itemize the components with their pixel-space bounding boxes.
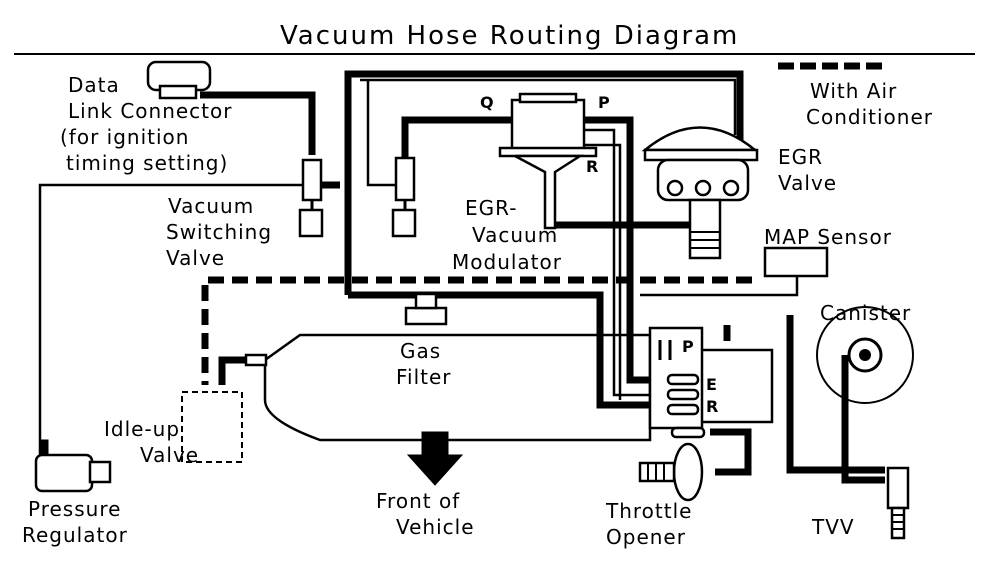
svg-text:EGR-: EGR- [465, 196, 517, 220]
hose-gas-filter [348, 291, 670, 409]
svg-text:Conditioner: Conditioner [806, 105, 933, 129]
idle-up-valve [181, 391, 243, 463]
pressure-regulator [34, 439, 112, 493]
vacuum-switching-valve [298, 158, 324, 238]
hose-map-tvv [786, 315, 885, 474]
hose-dlc [200, 91, 316, 155]
hose-vsv2-loop [366, 80, 400, 187]
canister-label: Canister [820, 301, 911, 325]
svg-text:With Air: With Air [810, 79, 897, 103]
egr-valve [641, 126, 759, 260]
svg-text:Filter: Filter [396, 365, 452, 389]
idle-up-valve-label: Idle-up Valve [104, 417, 199, 467]
throttle-port-e: E [706, 375, 717, 394]
egr-valve-label: EGR Valve [778, 145, 837, 195]
throttle-port-p: P [682, 337, 694, 356]
data-link-connector [146, 60, 212, 100]
hose-p-port-thin [584, 128, 670, 397]
svg-text:Modulator: Modulator [452, 250, 562, 274]
gas-filter [404, 292, 448, 326]
map-sensor-label: MAP Sensor [764, 225, 892, 249]
hose-r-port [585, 143, 622, 400]
egr-vacuum-modulator [498, 92, 598, 230]
throttle-port-r: R [706, 397, 718, 416]
svg-text:Front of: Front of [376, 489, 460, 513]
svg-text:Vehicle: Vehicle [396, 515, 475, 539]
hose-idle-up [218, 356, 245, 385]
canister [816, 306, 914, 404]
svg-text:Vacuum: Vacuum [168, 194, 254, 218]
svg-text:Switching: Switching [166, 220, 272, 244]
hose-throttle-opener [710, 428, 752, 476]
data-link-connector-label: Data Link Connector (for ignition timing… [60, 73, 232, 175]
hose-map-sensor [640, 270, 799, 297]
map-sensor [763, 246, 829, 278]
pressure-regulator-label: Pressure Regulator [22, 497, 128, 547]
vacuum-switching-valve-2 [391, 156, 417, 238]
throttle-opener-label: Throttle Opener [605, 499, 692, 549]
svg-text:Valve: Valve [140, 443, 199, 467]
hose-canister-tvv [841, 355, 885, 484]
svg-text:EGR: EGR [778, 145, 823, 169]
front-arrow-icon [406, 431, 464, 486]
svg-text:Opener: Opener [606, 525, 686, 549]
hose-ac-dashed [201, 276, 752, 385]
svg-text:Valve: Valve [166, 246, 225, 270]
modulator-port-r: R [586, 157, 598, 176]
throttle-body [648, 326, 774, 439]
svg-text:Pressure: Pressure [28, 497, 121, 521]
modulator-port-q: Q [480, 93, 494, 112]
svg-text:Valve: Valve [778, 171, 837, 195]
svg-text:Gas: Gas [400, 339, 441, 363]
hose-egr-top-thin [360, 78, 737, 135]
throttle-opener [638, 442, 704, 502]
modulator-port-p: P [598, 93, 610, 112]
tvv [886, 466, 910, 540]
hose-q-port [401, 116, 515, 160]
svg-text:Vacuum: Vacuum [472, 223, 558, 247]
front-of-vehicle-label: Front of Vehicle [376, 489, 475, 539]
with-air-conditioner-label: With Air Conditioner [806, 79, 933, 129]
svg-text:timing setting): timing setting) [66, 151, 228, 175]
svg-text:Throttle: Throttle [605, 499, 692, 523]
svg-text:Data: Data [68, 73, 120, 97]
diagram-title: Vacuum Hose Routing Diagram [280, 21, 739, 51]
svg-text:Link Connector: Link Connector [68, 99, 232, 123]
vacuum-switching-valve-label: Vacuum Switching Valve [166, 194, 272, 270]
hose-pressure-regulator [38, 183, 302, 455]
egr-vacuum-modulator-label: EGR- Vacuum Modulator [452, 196, 562, 274]
svg-text:Regulator: Regulator [22, 523, 128, 547]
svg-text:(for ignition: (for ignition [60, 125, 189, 149]
gas-filter-label: Gas Filter [396, 339, 452, 389]
tvv-label: TVV [811, 515, 855, 539]
svg-text:Idle-up: Idle-up [104, 417, 180, 441]
